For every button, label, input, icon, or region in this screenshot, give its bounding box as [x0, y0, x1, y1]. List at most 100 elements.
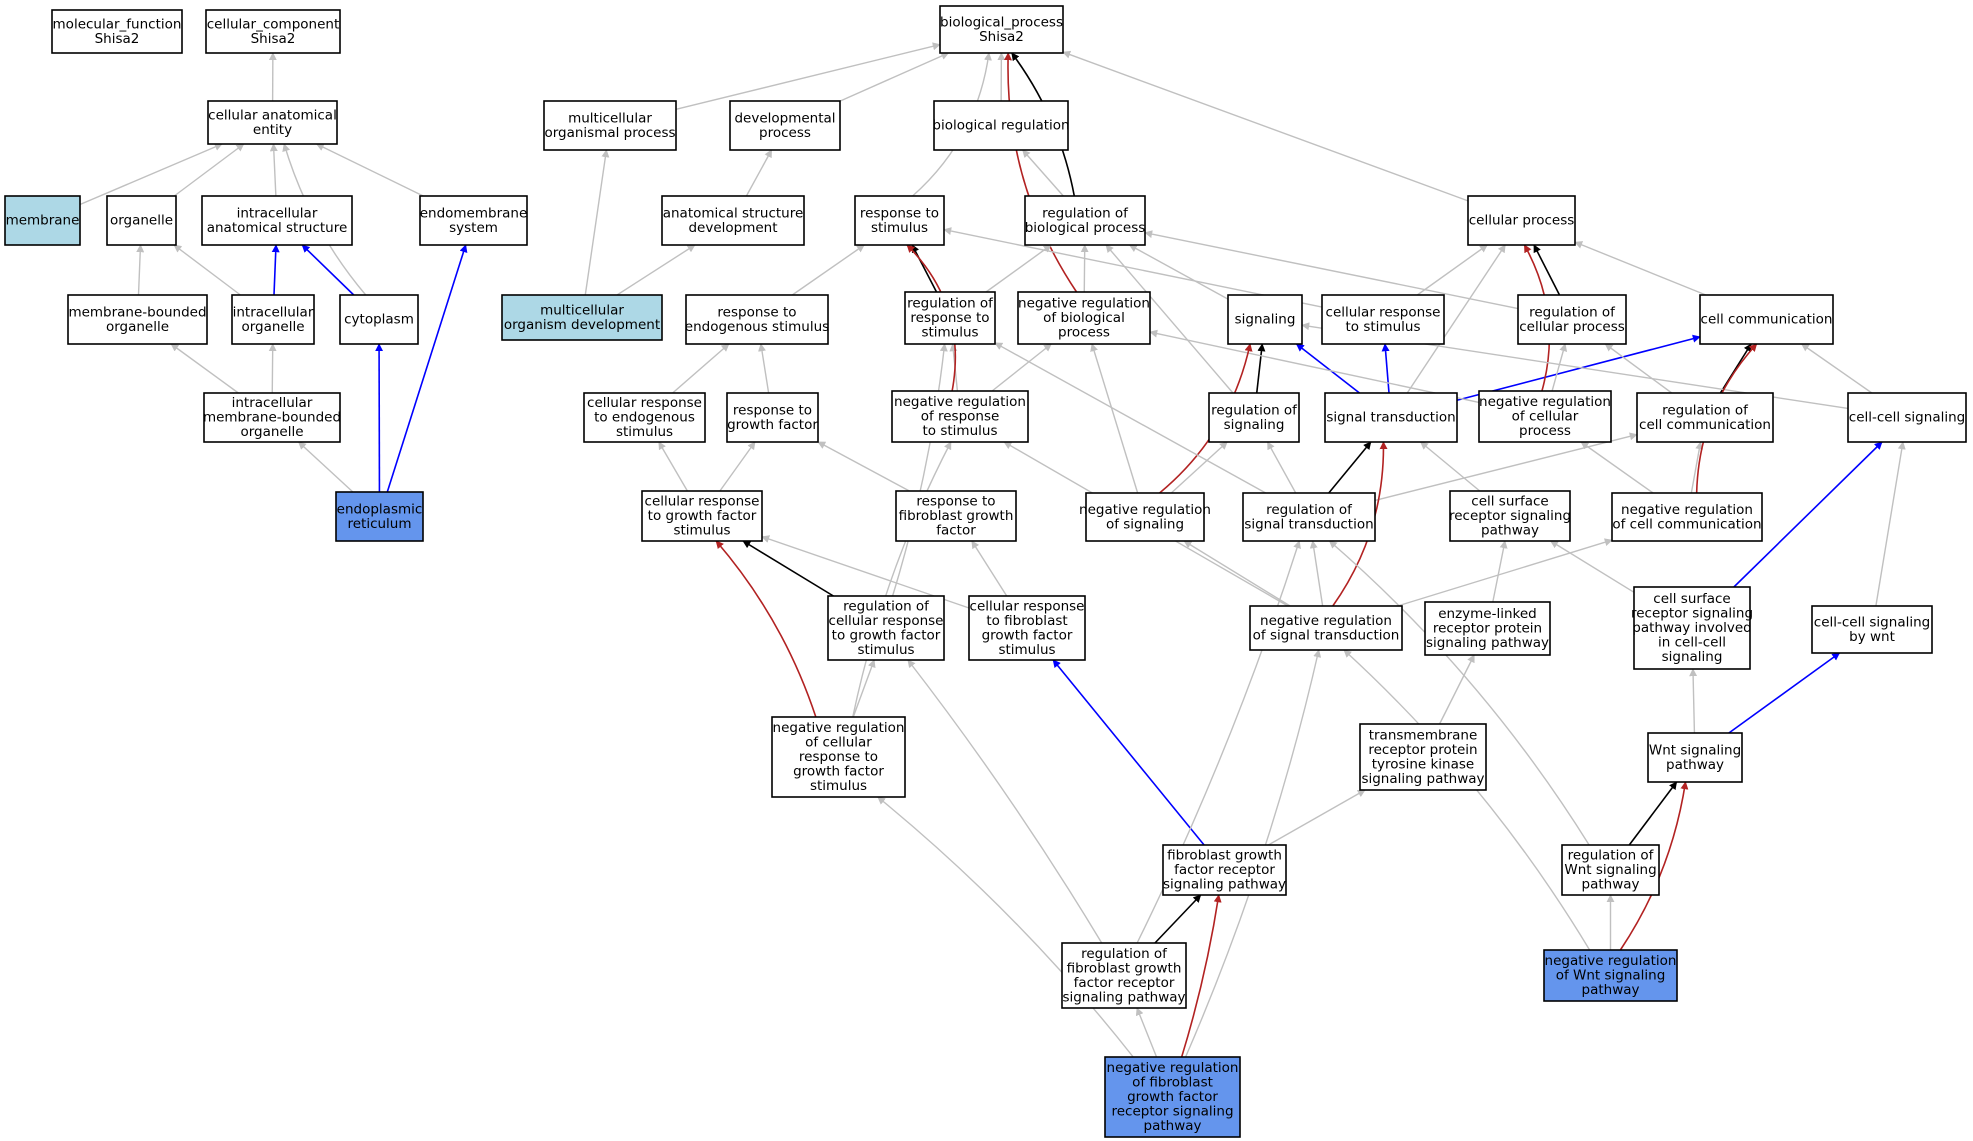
node-label-line: to stimulus	[923, 423, 998, 439]
node-label-line: biological regulation	[932, 118, 1069, 134]
node-label-line: endomembrane	[420, 205, 528, 221]
edge-is-a-nrcc-to-rcc	[1690, 441, 1704, 494]
go-term-node-biorg[interactable]: biological regulation	[932, 100, 1070, 151]
edge-is-a-nrcp-to-nrbp	[1149, 329, 1480, 404]
edge-regulates-rfgfrsp-to-fgfrsp	[1154, 894, 1202, 944]
node-label-line: process	[1519, 423, 1571, 439]
node-box	[854, 195, 945, 246]
node-label-line: organism development	[504, 317, 660, 333]
node-label-line: cell communication	[1701, 312, 1833, 328]
node-label-line: negative regulation	[1018, 296, 1150, 312]
node-box	[1543, 949, 1678, 1002]
node-label-line: of signaling	[1106, 516, 1184, 532]
node-label-line: Wnt signaling	[1564, 862, 1656, 878]
edge-is-a-nrcrtgfs-to-nrrts	[852, 441, 952, 718]
edge-is-a-nrsig-to-rsig	[1170, 441, 1228, 494]
edge-is-a-rrts-to-rbp	[985, 244, 1052, 293]
node-label-line: response to	[799, 749, 878, 765]
edge-is-a-crts-to-cellp	[1416, 244, 1488, 296]
node-label-line: multicellular	[540, 302, 624, 318]
edge-is-a-nrst-to-nrsig	[1183, 540, 1291, 607]
node-label-line: cellular response	[587, 395, 702, 411]
node-label-line: pathway	[1582, 982, 1640, 998]
edge-regulates-rcrtgfs-to-crtgfs	[742, 540, 834, 597]
node-label-line: fibroblast growth	[1167, 848, 1282, 864]
node-label-line: negative regulation	[1621, 502, 1753, 518]
go-term-node-cellp[interactable]: cellular process	[1467, 195, 1576, 246]
edge-is-a-mod-to-mop	[584, 149, 610, 296]
edge-is-a-crtgfs-to-rtgf	[719, 441, 756, 492]
node-label-line: enzyme-linked	[1438, 606, 1537, 622]
node-label-line: of cellular	[805, 735, 872, 751]
node-label-line: process	[759, 125, 811, 141]
node-label-line: stimulus	[998, 642, 1055, 658]
edge-is-a-ccs-to-cellcomm	[1800, 343, 1873, 394]
edge-is-a-rst-to-rcc	[1374, 432, 1638, 502]
go-term-node-signaling[interactable]: signaling	[1227, 294, 1303, 345]
node-box	[895, 490, 1017, 542]
edge-is-a-nrfgfrsp-to-nrcrtgfs	[877, 796, 1134, 1058]
edge-is-a-nrrts-to-nrbp	[991, 343, 1052, 392]
node-label-line: process	[1058, 325, 1110, 341]
go-term-node-ccs[interactable]: cell-cell signaling	[1847, 392, 1967, 443]
node-label-line: cellular anatomical	[208, 107, 337, 123]
go-term-node-cytoplasm[interactable]: cytoplasm	[339, 294, 419, 345]
go-term-node-membrane[interactable]: membrane	[4, 195, 81, 246]
go-term-node-organelle[interactable]: organelle	[106, 195, 177, 246]
edge-is-a-crts-to-rts	[943, 227, 1323, 308]
node-label-line: stimulus	[871, 220, 928, 236]
go-term-node-cellcomm[interactable]: cell communication	[1699, 294, 1834, 345]
node-label-line: cell-cell signaling	[1849, 410, 1965, 426]
node-label-line: of cell communication	[1612, 516, 1761, 532]
go-term-node-st[interactable]: signal transduction	[1324, 392, 1458, 443]
edge-is-a-er-to-imbo	[298, 441, 354, 493]
